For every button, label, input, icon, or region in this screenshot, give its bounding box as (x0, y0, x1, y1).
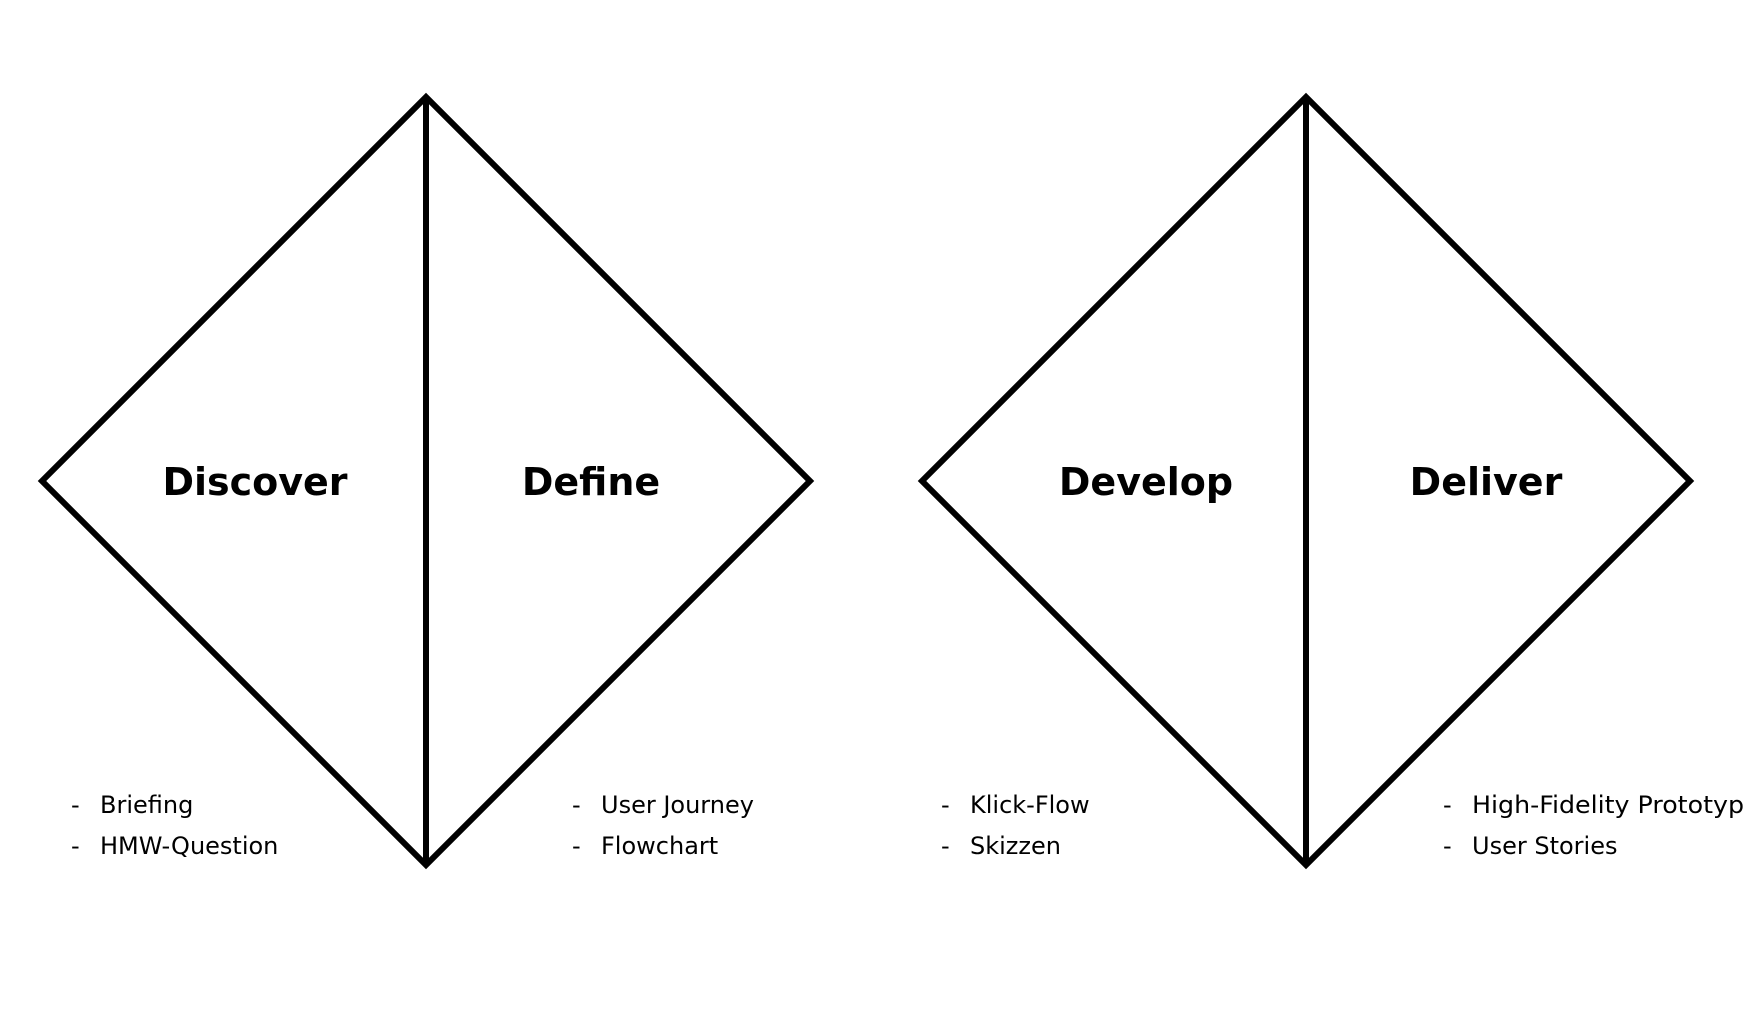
phase-label-develop: Develop (1059, 460, 1233, 504)
diamond-1: Discover Define - Briefing - HMW-Questio… (37, 92, 815, 870)
bullet-marker: - (1443, 791, 1452, 819)
phase-label-define: Define (522, 460, 660, 504)
bullet-marker: - (572, 832, 581, 860)
phase-label-deliver: Deliver (1410, 460, 1563, 504)
list-item: User Journey (601, 791, 754, 819)
bullet-list-define: - User Journey - Flowchart (572, 791, 754, 860)
bullet-marker: - (71, 791, 80, 819)
bullet-marker: - (572, 791, 581, 819)
phase-label-discover: Discover (162, 460, 347, 504)
bullet-list-develop: - Klick-Flow - Skizzen (941, 791, 1090, 860)
list-item: Klick-Flow (970, 791, 1090, 819)
bullet-marker: - (71, 832, 80, 860)
list-item: Briefing (100, 791, 193, 819)
bullet-list-discover: - Briefing - HMW-Question (71, 791, 278, 860)
list-item: Skizzen (970, 832, 1061, 860)
list-item: Flowchart (601, 832, 718, 860)
list-item: User Stories (1472, 832, 1617, 860)
diamond-2: Develop Deliver - Klick-Flow - Skizzen -… (917, 92, 1744, 870)
list-item: High-Fidelity Prototyp (1472, 791, 1744, 819)
bullet-list-deliver: - High-Fidelity Prototyp - User Stories (1443, 791, 1744, 860)
list-item: HMW-Question (100, 832, 278, 860)
bullet-marker: - (941, 832, 950, 860)
bullet-marker: - (1443, 832, 1452, 860)
bullet-marker: - (941, 791, 950, 819)
